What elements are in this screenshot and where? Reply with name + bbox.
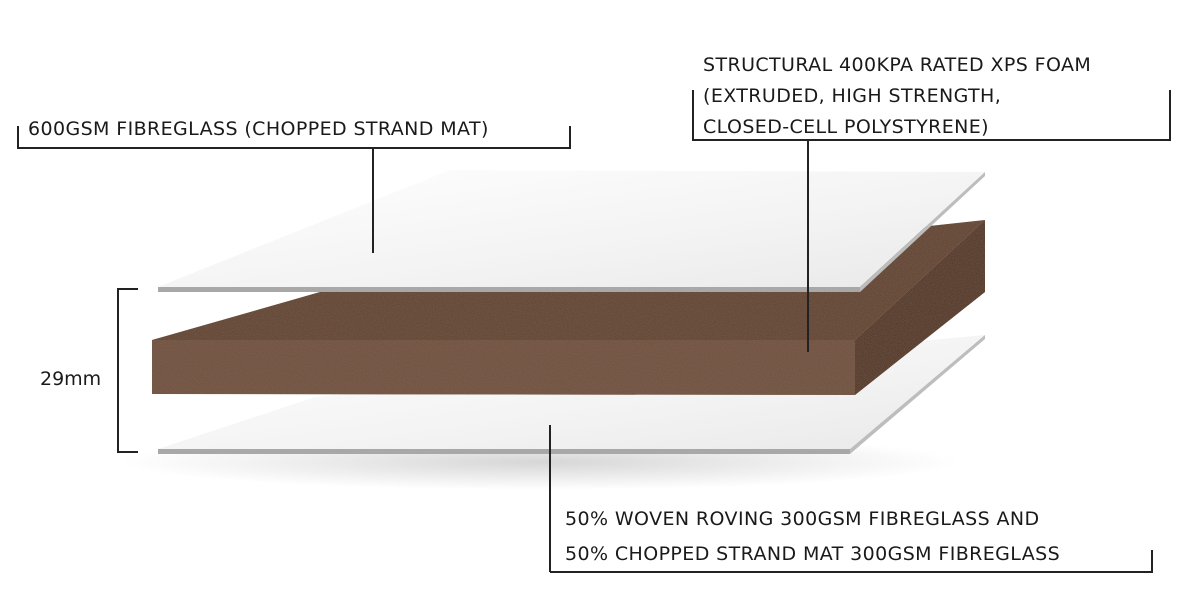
bottom-sheet-label: 50% WOVEN ROVING 300GSM FIBREGLASS AND 5…: [565, 502, 1060, 572]
bottom-sheet-bracket: [550, 550, 1153, 573]
thickness-label: 29mm: [40, 368, 102, 390]
top-sheet-label: 600GSM FIBREGLASS (CHOPPED STRAND MAT): [28, 118, 489, 140]
thickness-bracket: [117, 288, 138, 453]
core-label-line-1: STRUCTURAL 400KPA RATED XPS FOAM: [703, 54, 1092, 76]
top-sheet-bracket: [17, 126, 571, 149]
core-label-line-3: CLOSED-CELL POLYSTYRENE): [703, 116, 989, 138]
core-label: STRUCTURAL 400KPA RATED XPS FOAM (EXTRUD…: [703, 50, 1091, 143]
leader-lines: [17, 90, 1171, 573]
bottom-sheet-label-line-1: 50% WOVEN ROVING 300GSM FIBREGLASS AND: [565, 508, 1040, 530]
top-fibreglass-sheet: [158, 170, 985, 292]
bottom-sheet-label-line-2: 50% CHOPPED STRAND MAT 300GSM FIBREGLASS: [565, 543, 1061, 565]
core-label-line-2: (EXTRUDED, HIGH STRENGTH,: [703, 85, 1002, 107]
core-bracket: [692, 90, 1171, 141]
